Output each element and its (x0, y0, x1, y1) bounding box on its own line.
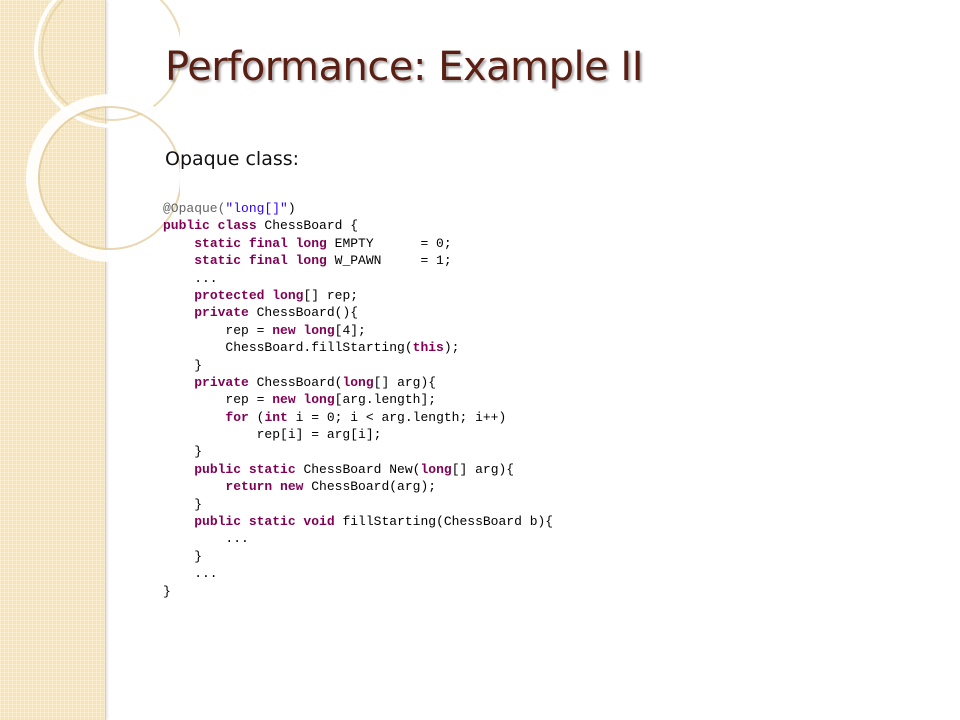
code-line: public static ChessBoard New(long[] arg)… (163, 461, 553, 478)
code-token: @Opaque( (163, 201, 226, 216)
code-token: ChessBoard { (256, 218, 359, 234)
code-token: long (342, 374, 374, 390)
code-line: } (163, 583, 553, 600)
code-token: public static void (194, 514, 335, 530)
code-token: [] rep; (303, 287, 359, 303)
code-token (163, 479, 225, 494)
code-token: ); (443, 340, 460, 356)
code-token: EMPTY = 0; (326, 235, 452, 251)
code-token: long (420, 461, 452, 477)
code-line: protected long[] rep; (163, 287, 553, 304)
code-token: } (163, 357, 203, 373)
code-line: rep = new long[4]; (163, 322, 553, 339)
code-token: ... (163, 270, 218, 286)
code-token: rep = (163, 322, 273, 338)
code-token (163, 288, 194, 303)
code-line: public class ChessBoard { (163, 217, 553, 234)
code-token: private (194, 305, 249, 321)
code-token: } (163, 496, 203, 512)
code-line: static final long W_PAWN = 1; (163, 252, 553, 269)
code-token: [] arg){ (451, 461, 515, 477)
code-token: static final long (194, 235, 327, 251)
code-token: ... (163, 566, 218, 582)
code-line: @Opaque("long[]") (163, 200, 553, 217)
code-token: return new (225, 479, 304, 495)
code-token: protected long (194, 287, 304, 303)
code-token: [arg.length]; (334, 392, 437, 408)
code-token (163, 375, 194, 390)
code-token: public static (194, 461, 296, 477)
code-line: } (163, 443, 553, 460)
code-line: private ChessBoard(long[] arg){ (163, 374, 553, 391)
code-line: ... (163, 530, 553, 547)
code-token: } (163, 583, 171, 599)
code-token: [] arg){ (373, 374, 437, 390)
code-token: public class (163, 218, 257, 234)
code-line: rep[i] = arg[i]; (163, 426, 553, 443)
code-token: private (194, 374, 249, 390)
code-token (163, 410, 225, 425)
code-token: static final long (194, 253, 327, 269)
code-token: fillStarting(ChessBoard b){ (334, 514, 554, 530)
code-line: } (163, 548, 553, 565)
code-token (163, 253, 194, 268)
code-token: ChessBoard New( (295, 461, 421, 477)
code-token: } (163, 444, 203, 460)
code-token: ChessBoard( (248, 374, 343, 390)
code-token: int (264, 409, 288, 425)
code-line: rep = new long[arg.length]; (163, 391, 553, 408)
slide-title: Performance: Example II (165, 44, 644, 90)
code-token: [4]; (334, 322, 366, 338)
code-token: this (412, 340, 444, 356)
code-line: private ChessBoard(){ (163, 304, 553, 321)
code-line: ChessBoard.fillStarting(this); (163, 339, 553, 356)
code-line: public static void fillStarting(ChessBoa… (163, 513, 553, 530)
code-token: rep = (163, 392, 273, 408)
code-line: ... (163, 270, 553, 287)
code-token: new long (272, 392, 335, 408)
code-token: ... (163, 531, 249, 547)
code-block: @Opaque("long[]")public class ChessBoard… (163, 200, 553, 600)
decorative-side-strip (0, 0, 106, 720)
code-token: "long[]" (225, 201, 288, 216)
code-token (163, 305, 194, 320)
code-token: W_PAWN = 1; (326, 253, 452, 269)
code-token: ChessBoard(){ (248, 305, 359, 321)
code-line: } (163, 357, 553, 374)
code-token: ) (287, 201, 296, 216)
code-token: ( (248, 409, 265, 425)
code-line: return new ChessBoard(arg); (163, 478, 553, 495)
code-line: static final long EMPTY = 0; (163, 235, 553, 252)
code-token (163, 236, 194, 251)
slide-subtitle: Opaque class: (165, 148, 300, 170)
code-line: ... (163, 565, 553, 582)
code-token (163, 462, 194, 477)
code-line: } (163, 496, 553, 513)
code-token: ChessBoard(arg); (303, 479, 437, 495)
code-line: for (int i = 0; i < arg.length; i++) (163, 409, 553, 426)
code-token: ChessBoard.fillStarting( (163, 340, 413, 356)
code-token: for (225, 409, 249, 425)
code-token: i = 0; i < arg.length; i++) (287, 409, 507, 425)
code-token: rep[i] = arg[i]; (163, 427, 382, 443)
code-token: } (163, 548, 203, 564)
code-token (163, 514, 194, 529)
code-token: new long (272, 322, 335, 338)
